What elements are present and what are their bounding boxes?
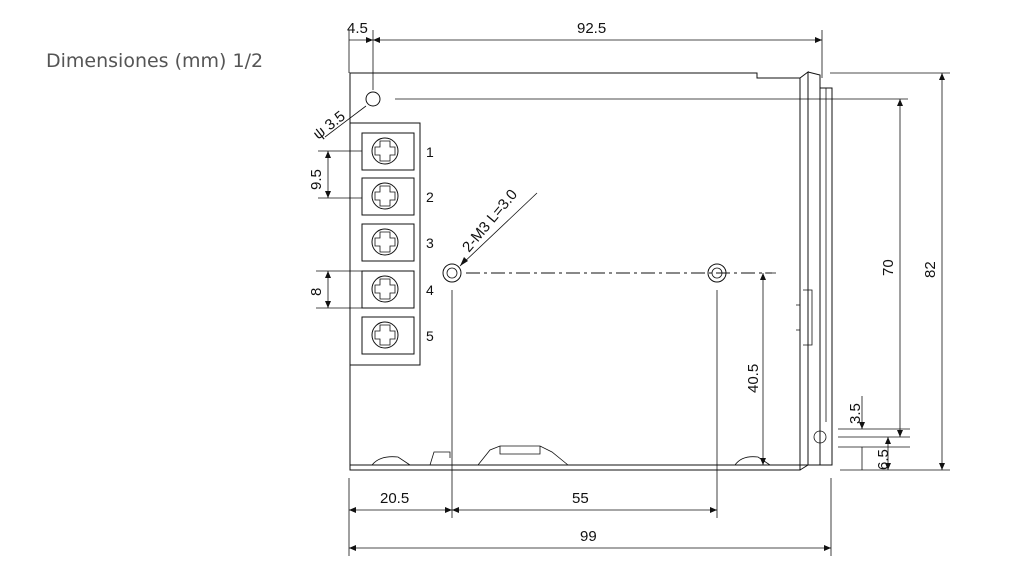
dim-total-height: 82	[922, 261, 939, 278]
page-title: Dimensiones (mm) 1/2	[46, 50, 264, 72]
dim-side-slot: 3.5	[847, 403, 864, 424]
terminal-5	[361, 316, 415, 355]
dim-left-offset: 20.5	[380, 490, 409, 507]
terminal-3	[361, 223, 415, 262]
terminal-2	[361, 177, 415, 216]
dim-total-width: 99	[580, 528, 597, 545]
dim-terminal-pitch: 9.5	[308, 169, 325, 190]
top-mount-hole	[365, 91, 908, 107]
terminal-label-5: 5	[426, 328, 434, 344]
m3-mount-holes	[442, 263, 772, 518]
bottom-dimensions: 20.5 55 99	[348, 478, 832, 556]
terminal-block: 1 2 3 4 5	[350, 122, 434, 366]
terminal-label-3: 3	[426, 235, 434, 251]
right-dimensions: 82 70 3.5 6.5 40.5	[745, 72, 950, 471]
terminal-label-4: 4	[426, 282, 434, 298]
dim-mount-hole-spec: 2-M3 L=3.0	[459, 186, 521, 255]
terminal-label-2: 2	[426, 189, 434, 205]
dim-side-bottom: 6.5	[875, 449, 892, 470]
dim-inner-height: 70	[880, 259, 897, 276]
dim-top-offset: 4.5	[347, 20, 368, 37]
dim-hole-height: 40.5	[745, 364, 762, 393]
dim-hole-spacing: 55	[572, 490, 589, 507]
chassis-outline	[349, 71, 833, 471]
dim-hole-diameter: ψ 3.5	[310, 108, 349, 143]
terminal-1	[361, 132, 415, 171]
dim-terminal-height: 8	[308, 288, 325, 296]
left-dimensions: 9.5 8	[308, 150, 362, 309]
terminal-4	[361, 270, 415, 309]
terminal-label-1: 1	[426, 144, 434, 160]
dim-top-width: 92.5	[577, 20, 606, 37]
